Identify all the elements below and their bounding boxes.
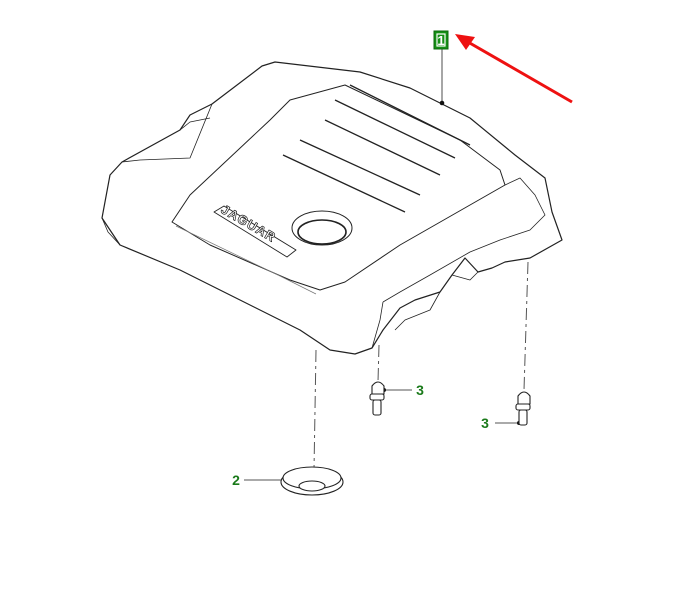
grommet[interactable]	[280, 466, 344, 496]
engine-cover[interactable]: JAGUAR	[101, 61, 563, 355]
callout-3[interactable]: 3	[481, 415, 489, 431]
callout-1[interactable]: 1	[433, 30, 449, 50]
highlight-arrow	[455, 34, 573, 104]
callout-3[interactable]: 3	[416, 382, 424, 398]
callout-1-label: 1	[437, 33, 444, 48]
callout-2[interactable]: 2	[232, 472, 240, 488]
stud-bolt[interactable]	[515, 391, 531, 426]
stud-bolt[interactable]	[369, 381, 385, 416]
leader-lines	[244, 48, 529, 481]
oil-filler-opening	[291, 210, 353, 246]
